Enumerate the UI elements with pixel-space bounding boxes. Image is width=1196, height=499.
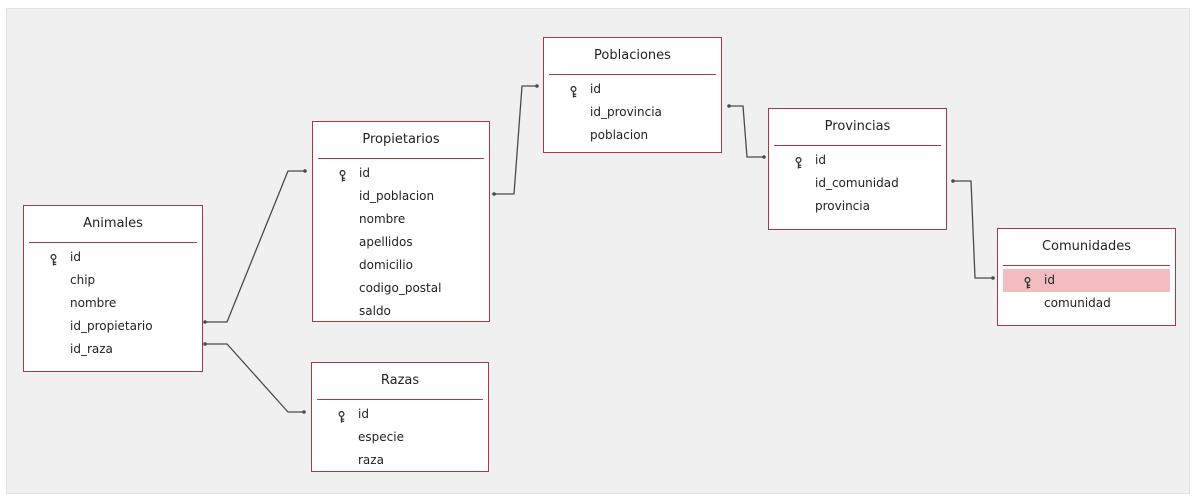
primary-key-icon bbox=[338, 167, 347, 182]
field-label: nombre bbox=[70, 296, 117, 310]
field-label: comunidad bbox=[1044, 296, 1111, 310]
title-divider bbox=[1003, 265, 1170, 266]
field-poblaciones-poblacion[interactable]: poblacion bbox=[549, 124, 716, 147]
field-provincias-id[interactable]: id bbox=[774, 149, 941, 172]
field-razas-raza[interactable]: raza bbox=[317, 449, 483, 472]
field-propietarios-codigo-postal[interactable]: codigo_postal bbox=[318, 277, 484, 300]
field-label: id_comunidad bbox=[815, 176, 899, 190]
primary-key-icon bbox=[569, 83, 578, 98]
field-label: poblacion bbox=[590, 128, 649, 142]
field-label: id bbox=[70, 250, 81, 264]
field-animales-id-raza[interactable]: id_raza bbox=[29, 338, 197, 361]
field-propietarios-nombre[interactable]: nombre bbox=[318, 208, 484, 231]
field-label: provincia bbox=[815, 199, 870, 213]
table-comunidades[interactable]: Comunidades id comunidad bbox=[997, 228, 1176, 326]
primary-key-icon bbox=[337, 408, 346, 423]
primary-key-icon bbox=[49, 251, 58, 266]
field-animales-id[interactable]: id bbox=[29, 246, 197, 269]
field-label: id bbox=[359, 166, 370, 180]
table-animales[interactable]: Animales id chip nombre id_propietario id_ra… bbox=[23, 205, 203, 372]
field-animales-id-propietario[interactable]: id_propietario bbox=[29, 315, 197, 338]
primary-key-icon bbox=[1023, 274, 1032, 289]
field-label: chip bbox=[70, 273, 96, 287]
field-label: id bbox=[590, 82, 601, 96]
title-divider bbox=[774, 145, 941, 146]
field-label: id_raza bbox=[70, 342, 113, 356]
field-label: id_propietario bbox=[70, 319, 153, 333]
field-provincias-provincia[interactable]: provincia bbox=[774, 195, 941, 218]
table-title-provincias[interactable]: Provincias bbox=[824, 119, 891, 134]
field-label: id bbox=[1044, 273, 1055, 287]
field-animales-chip[interactable]: chip bbox=[29, 269, 197, 292]
field-list: id comunidad bbox=[998, 266, 1175, 315]
field-list: id id_provincia poblacion bbox=[544, 75, 721, 147]
field-comunidades-id[interactable]: id bbox=[1003, 269, 1170, 292]
title-divider bbox=[317, 399, 483, 400]
field-label: domicilio bbox=[359, 258, 413, 272]
primary-key-icon bbox=[794, 154, 803, 169]
field-label: especie bbox=[358, 430, 404, 444]
field-label: codigo_postal bbox=[359, 281, 442, 295]
field-label: id_poblacion bbox=[359, 189, 435, 203]
table-poblaciones[interactable]: Poblaciones id id_provincia poblacion bbox=[543, 37, 722, 153]
field-poblaciones-id-provincia[interactable]: id_provincia bbox=[549, 101, 716, 124]
field-razas-especie[interactable]: especie bbox=[317, 426, 483, 449]
table-title-propietarios[interactable]: Propietarios bbox=[362, 132, 440, 147]
field-list: id chip nombre id_propietario id_raza bbox=[24, 243, 202, 361]
field-animales-nombre[interactable]: nombre bbox=[29, 292, 197, 315]
table-provincias[interactable]: Provincias id id_comunidad provincia bbox=[768, 108, 947, 230]
field-label: id_provincia bbox=[590, 105, 662, 119]
field-propietarios-apellidos[interactable]: apellidos bbox=[318, 231, 484, 254]
table-razas[interactable]: Razas id especie raza bbox=[311, 362, 489, 472]
field-razas-id[interactable]: id bbox=[317, 403, 483, 426]
field-label: saldo bbox=[359, 304, 391, 318]
field-propietarios-id[interactable]: id bbox=[318, 162, 484, 185]
field-label: id bbox=[358, 407, 369, 421]
table-title-poblaciones[interactable]: Poblaciones bbox=[594, 48, 671, 63]
field-label: nombre bbox=[359, 212, 406, 226]
field-comunidades-comunidad[interactable]: comunidad bbox=[1003, 292, 1170, 315]
field-propietarios-saldo[interactable]: saldo bbox=[318, 300, 484, 323]
field-list: id id_comunidad provincia bbox=[769, 146, 946, 218]
field-poblaciones-id[interactable]: id bbox=[549, 78, 716, 101]
field-label: raza bbox=[358, 453, 384, 467]
title-divider bbox=[549, 74, 716, 75]
title-divider bbox=[29, 242, 197, 243]
table-title-razas[interactable]: Razas bbox=[380, 373, 420, 388]
field-label: id bbox=[815, 153, 826, 167]
table-title-comunidades[interactable]: Comunidades bbox=[1041, 239, 1132, 254]
field-propietarios-domicilio[interactable]: domicilio bbox=[318, 254, 484, 277]
field-provincias-id-comunidad[interactable]: id_comunidad bbox=[774, 172, 941, 195]
field-list: id especie raza bbox=[312, 400, 488, 472]
field-label: apellidos bbox=[359, 235, 413, 249]
table-title-animales[interactable]: Animales bbox=[83, 216, 143, 231]
title-divider bbox=[318, 158, 484, 159]
field-propietarios-id-poblacion[interactable]: id_poblacion bbox=[318, 185, 484, 208]
